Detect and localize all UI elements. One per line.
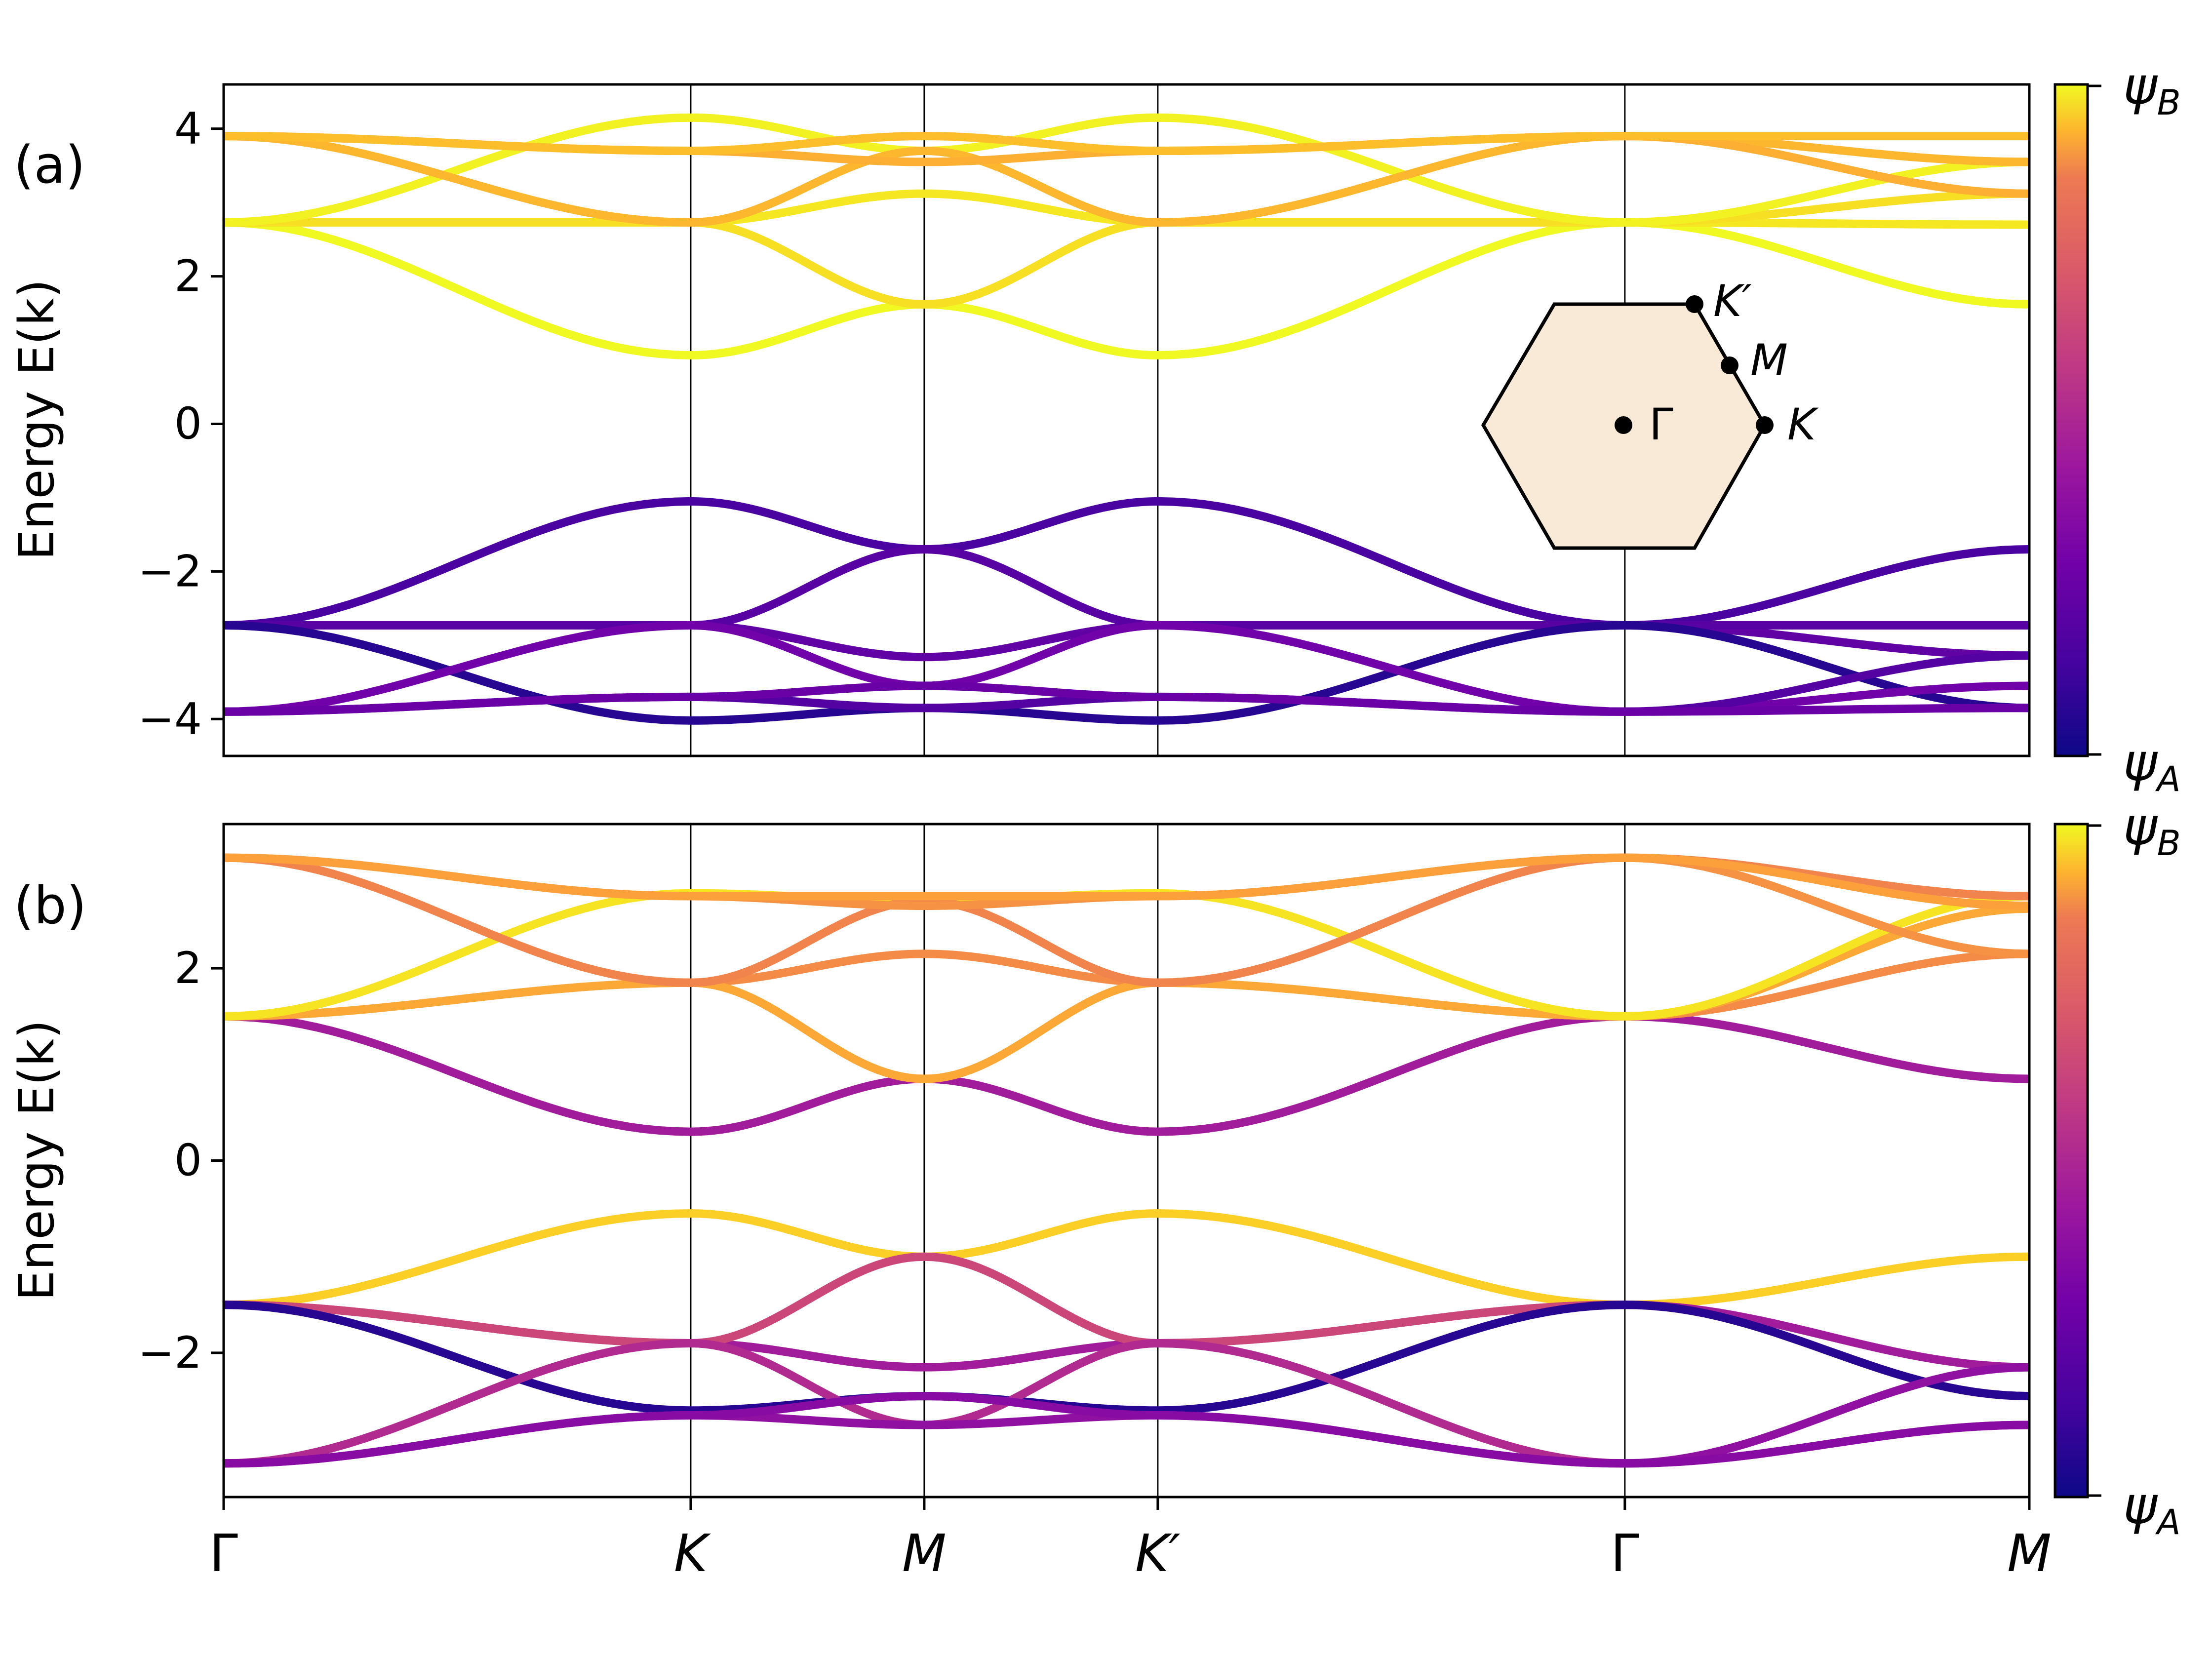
gridlines-b	[690, 824, 1626, 1497]
panel-label-a: (a)	[14, 135, 85, 195]
xtick-label-1: K	[674, 1523, 711, 1583]
colorbar-a-top-label: ψB	[2123, 56, 2181, 123]
xtick-label-3: K′	[1135, 1523, 1181, 1583]
k-prime-point-dot	[1686, 295, 1703, 313]
band-b-0	[224, 1012, 2029, 1136]
y-axis-label-b: Energy E(k)	[9, 1020, 65, 1301]
ytick-label-a-4: −4	[138, 693, 202, 744]
panel-a: (a) Energy E(k) 4 2 0 −2 −4 Γ K′ M K ψB	[9, 56, 2181, 799]
plot-frame-b	[222, 823, 2031, 1499]
inset-label-m: M	[1750, 335, 1788, 386]
brillouin-zone-inset: Γ K′ M K	[1481, 276, 1819, 550]
inset-label-k: K	[1787, 399, 1819, 450]
ytick-label-b-1: 0	[174, 1135, 202, 1186]
band-b-6	[224, 853, 2029, 910]
band-a-0	[224, 218, 2029, 359]
band-a-10	[224, 621, 2029, 725]
y-axis-label-b-text: Energy E(k)	[9, 1020, 65, 1301]
colorbar-b-top-label: ψB	[2123, 796, 2181, 864]
bands-b	[224, 853, 2029, 1468]
y-axis-label-a: Energy E(k)	[9, 279, 65, 560]
m-point-dot	[1721, 356, 1738, 374]
colorbar-b: ψB ψA	[2054, 796, 2181, 1542]
colorbar-a-bottom-label: ψA	[2123, 732, 2181, 799]
band-b-11	[224, 1339, 2029, 1468]
xtick-label-2: M	[902, 1523, 947, 1583]
inset-label-k-prime: K′	[1713, 276, 1752, 326]
y-ticks-b: 2 0 −2	[138, 943, 224, 1378]
band-a-9	[224, 545, 2029, 630]
ytick-label-b-0: 2	[174, 943, 202, 993]
inset-label-gamma: Γ	[1649, 399, 1673, 450]
bands-a	[224, 113, 2029, 725]
y-ticks-a: 4 2 0 −2 −4	[138, 103, 224, 744]
colorbar-b-gradient	[2054, 823, 2089, 1499]
x-ticks-b: Γ K M K′ Γ M	[209, 1497, 2052, 1583]
band-a-6	[224, 132, 2029, 155]
xtick-label-4: Γ	[1611, 1523, 1639, 1583]
xtick-label-0: Γ	[209, 1523, 238, 1583]
ytick-label-b-2: −2	[138, 1327, 202, 1378]
band-b-7	[224, 1209, 2029, 1309]
ytick-label-a-1: 2	[174, 251, 202, 302]
colorbar-a-gradient	[2054, 83, 2089, 757]
band-a-3	[224, 113, 2029, 227]
panel-label-b: (b)	[14, 875, 86, 936]
gamma-point-dot	[1615, 416, 1632, 434]
ytick-label-a-0: 4	[174, 103, 202, 154]
band-a-7	[224, 497, 2029, 630]
band-b-4	[224, 853, 2029, 987]
ytick-label-a-3: −2	[138, 546, 202, 596]
colorbar-a: ψB ψA	[2054, 56, 2181, 799]
panel-b: (b) Energy E(k) 2 0 −2 Γ K M K′ Γ M ψB ψA	[9, 796, 2181, 1583]
band-b-13	[224, 1392, 2029, 1468]
plot-frame-a	[222, 83, 2031, 757]
xtick-label-5: M	[2007, 1523, 2052, 1583]
band-a-13	[224, 681, 2029, 716]
k-point-dot	[1756, 416, 1774, 434]
y-axis-label-a-text: Energy E(k)	[9, 279, 65, 560]
colorbar-b-bottom-label: ψA	[2123, 1475, 2181, 1542]
ytick-label-a-2: 0	[174, 398, 202, 449]
